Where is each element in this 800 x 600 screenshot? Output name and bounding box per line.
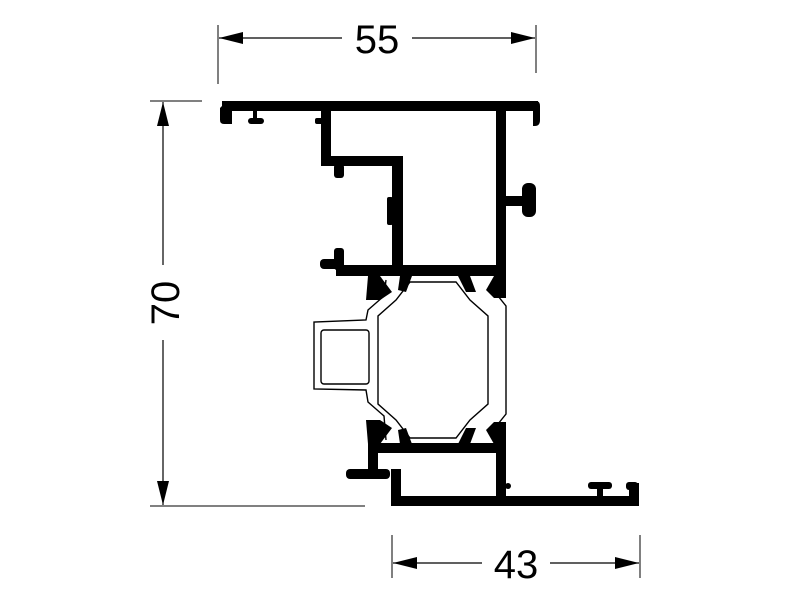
dimension-top-width: 55 (217, 18, 537, 84)
dimension-bottom-width: 43 (391, 535, 641, 587)
lower-profile-section (346, 443, 639, 506)
dimension-overall-height: 70 (144, 100, 365, 507)
dimension-label-43: 43 (494, 543, 539, 587)
thermal-break (313, 276, 507, 444)
dimension-label-55: 55 (355, 18, 400, 62)
upper-profile-section (220, 101, 540, 276)
dimension-label-70: 70 (144, 281, 188, 326)
